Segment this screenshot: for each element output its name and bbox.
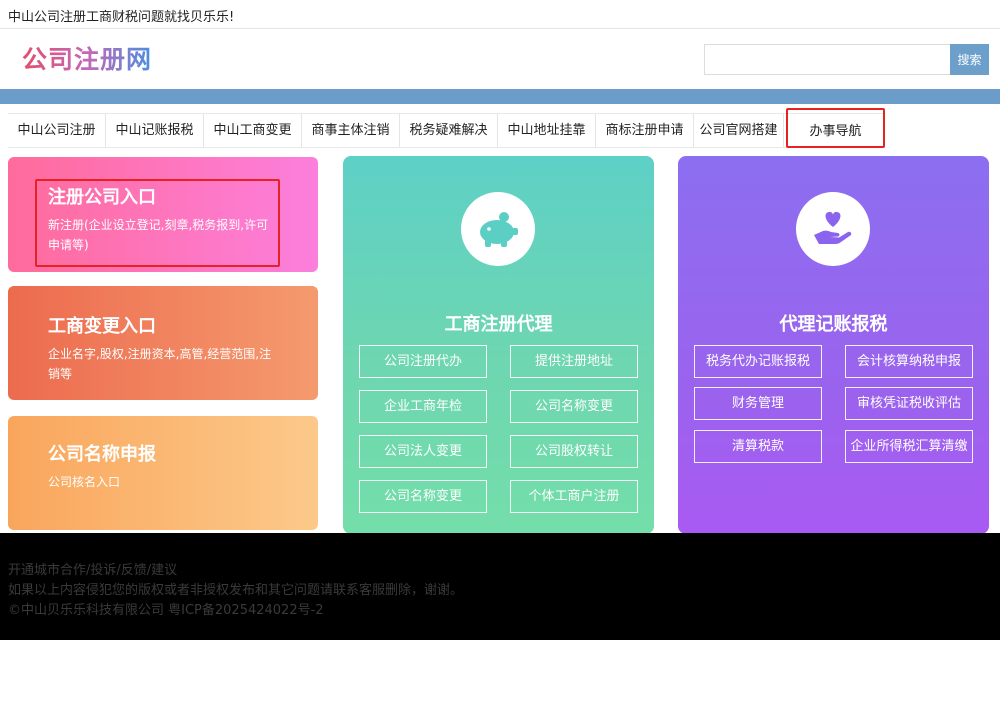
footer-links[interactable]: 开通城市合作/投诉/反馈/建议 [8, 563, 178, 578]
site-footer: 开通城市合作/投诉/反馈/建议 如果以上内容侵犯您的版权或者非授权发布和其它问题… [0, 533, 1000, 640]
card-title: 代理记账报税 [779, 314, 888, 335]
footer-notice: 如果以上内容侵犯您的版权或者非授权发布和其它问题请联系客服删除，谢谢。 [8, 583, 464, 598]
service-button[interactable]: 审核凭证税收评估 [845, 387, 973, 420]
service-button[interactable]: 会计核算纳税申报 [845, 345, 973, 378]
service-button[interactable]: 清算税款 [694, 430, 822, 463]
header-divider-band [0, 89, 1000, 104]
nav-item-bookkeeping[interactable]: 中山记账报税 [106, 114, 204, 147]
highlight-box [35, 179, 280, 267]
search-input[interactable] [704, 44, 950, 75]
nav-item-website-building[interactable]: 公司官网搭建 [694, 114, 784, 147]
nav-item-trademark[interactable]: 商标注册申请 [596, 114, 694, 147]
nav-item-service-guide[interactable]: 办事导航 [786, 108, 885, 148]
service-button[interactable]: 提供注册地址 [510, 345, 638, 378]
card-desc: 企业名字,股权,注册资本,高管,经营范围,注销等 [48, 347, 272, 381]
registration-agency-card: 工商注册代理 公司注册代办 提供注册地址 企业工商年检 公司名称变更 公司法人变… [343, 156, 654, 534]
nav-item-deregistration[interactable]: 商事主体注销 [302, 114, 400, 147]
card-title: 工商注册代理 [444, 314, 553, 335]
service-button[interactable]: 企业所得税汇算清缴 [845, 430, 973, 463]
card-title: 工商变更入口 [48, 316, 156, 337]
service-button[interactable]: 公司股权转让 [510, 435, 638, 468]
service-button[interactable]: 公司名称变更 [359, 480, 487, 513]
nav-item-business-change[interactable]: 中山工商变更 [204, 114, 302, 147]
service-button[interactable]: 公司名称变更 [510, 390, 638, 423]
nav-item-company-registration[interactable]: 中山公司注册 [8, 114, 106, 147]
main-nav: 中山公司注册 中山记账报税 中山工商变更 商事主体注销 税务疑难解决 中山地址挂… [8, 108, 885, 148]
card-title: 公司名称申报 [48, 444, 156, 465]
service-button[interactable]: 公司注册代办 [359, 345, 487, 378]
register-company-card[interactable]: 注册公司入口 新注册(企业设立登记,刻章,税务报到,许可申请等) [8, 157, 318, 272]
site-logo[interactable]: 公司注册网 [22, 40, 152, 76]
card-title: 注册公司入口 [48, 187, 156, 208]
hand-heart-icon [796, 192, 870, 266]
service-button[interactable]: 税务代办记账报税 [694, 345, 822, 378]
card-desc: 新注册(企业设立登记,刻章,税务报到,许可申请等) [48, 218, 269, 252]
search-button[interactable]: 搜索 [950, 44, 989, 75]
service-button[interactable]: 个体工商户注册 [510, 480, 638, 513]
service-button[interactable]: 财务管理 [694, 387, 822, 420]
piggy-bank-icon [461, 192, 535, 266]
service-button[interactable]: 公司法人变更 [359, 435, 487, 468]
service-button[interactable]: 企业工商年检 [359, 390, 487, 423]
card-desc: 公司核名入口 [48, 475, 121, 489]
business-change-card[interactable]: 工商变更入口 企业名字,股权,注册资本,高管,经营范围,注销等 [8, 286, 318, 400]
company-name-card[interactable]: 公司名称申报 公司核名入口 [8, 416, 318, 530]
top-banner-text: 中山公司注册工商财税问题就找贝乐乐! [8, 10, 235, 25]
nav-item-tax-issues[interactable]: 税务疑难解决 [400, 114, 498, 147]
top-banner-bar: 中山公司注册工商财税问题就找贝乐乐! [0, 0, 1000, 29]
bookkeeping-agency-card: 代理记账报税 税务代办记账报税 会计核算纳税申报 财务管理 审核凭证税收评估 清… [678, 156, 989, 534]
nav-item-address-affiliation[interactable]: 中山地址挂靠 [498, 114, 596, 147]
footer-copyright: ©中山贝乐乐科技有限公司 粤ICP备2025424022号-2 [8, 603, 324, 618]
